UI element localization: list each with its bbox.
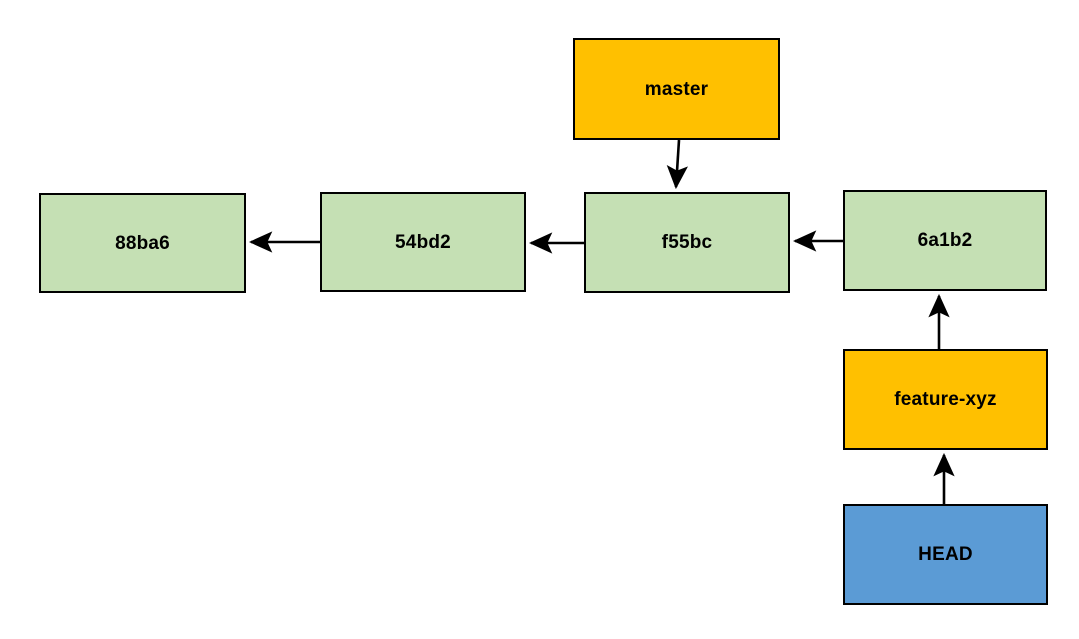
node-pointer-head[interactable]: HEAD: [843, 504, 1048, 605]
node-label: feature-xyz: [894, 389, 997, 410]
node-label: 6a1b2: [917, 230, 973, 251]
node-label: 88ba6: [115, 232, 170, 254]
node-commit-88ba6[interactable]: 88ba6: [39, 193, 246, 293]
node-commit-f55bc[interactable]: f55bc: [584, 192, 790, 293]
node-label: master: [644, 78, 709, 100]
edge-master-to-f55bc: [666, 139, 688, 190]
node-label: HEAD: [918, 544, 973, 565]
node-branch-feature-xyz[interactable]: feature-xyz: [843, 349, 1048, 450]
node-label: 54bd2: [395, 231, 451, 253]
node-label: f55bc: [661, 232, 713, 253]
node-commit-6a1b2[interactable]: 6a1b2: [843, 190, 1047, 291]
node-branch-master[interactable]: master: [573, 38, 780, 140]
node-commit-54bd2[interactable]: 54bd2: [320, 192, 526, 292]
